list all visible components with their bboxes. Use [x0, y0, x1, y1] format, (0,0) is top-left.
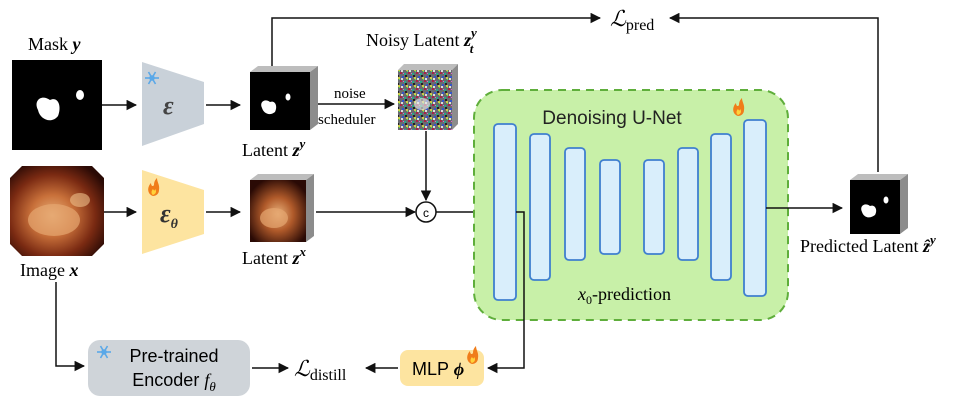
- mask-image: [12, 60, 102, 150]
- encoder-theta-symbol: ε: [160, 199, 171, 228]
- flame-icon: [467, 346, 479, 364]
- latent-x-label: Latent zx: [242, 244, 307, 268]
- unet-block: [599, 159, 621, 255]
- snowflake-icon: [97, 345, 111, 359]
- scheduler-label: scheduler: [318, 112, 375, 128]
- pretrained-line2: Encoder fθ: [132, 370, 216, 394]
- flame-icon: [148, 178, 160, 196]
- unet-block: [564, 147, 586, 261]
- latent-y-cube: [250, 66, 318, 130]
- pretrained-line1: Pre-trained: [129, 346, 218, 366]
- unet-box: [473, 89, 789, 321]
- x0-prediction-label: x0-prediction: [577, 284, 671, 307]
- unet-block: [643, 159, 665, 255]
- latent-x-cube: [250, 174, 314, 242]
- encoder-symbol: ε: [163, 91, 174, 120]
- latent-y-label: Latent zy: [242, 136, 306, 160]
- loss-pred-label: ℒpred: [610, 6, 654, 34]
- loss-distill-label: ℒdistill: [294, 356, 347, 384]
- predicted-latent-cube: [850, 174, 908, 234]
- frozen-encoder: ε: [142, 62, 204, 146]
- svg-text:MLP ϕ: MLP ϕ: [412, 359, 464, 379]
- trainable-encoder: εθ: [142, 170, 204, 254]
- image-label: Image x: [20, 260, 78, 280]
- svg-text:εθ: εθ: [160, 199, 179, 232]
- arrow-unet-feature-to-mlp: [486, 211, 525, 374]
- mlp-box: MLP ϕ: [400, 346, 484, 386]
- input-image: [10, 166, 104, 256]
- unet-block: [677, 147, 699, 261]
- concat-label: c: [423, 206, 429, 220]
- unet-block: [493, 123, 517, 301]
- mask-label: Mask y: [28, 34, 82, 54]
- unet-block: [743, 119, 767, 297]
- predicted-latent-label: Predicted Latent ẑy: [800, 232, 936, 256]
- arrow-image-to-pretrained: [55, 282, 86, 372]
- unet-title: Denoising U-Net: [542, 108, 682, 129]
- noisy-latent-image: [398, 64, 458, 130]
- pretrained-encoder: Pre-trained Encoder fθ: [88, 340, 250, 396]
- noise-label: noise: [334, 86, 366, 102]
- unet-block: [529, 133, 551, 281]
- unet-block: [710, 133, 732, 281]
- flame-icon: [733, 98, 745, 116]
- unet-blocks: [493, 119, 767, 301]
- pred-loss-line-right: [668, 12, 879, 172]
- pred-loss-line-left: [271, 12, 602, 72]
- snowflake-icon: [145, 71, 159, 85]
